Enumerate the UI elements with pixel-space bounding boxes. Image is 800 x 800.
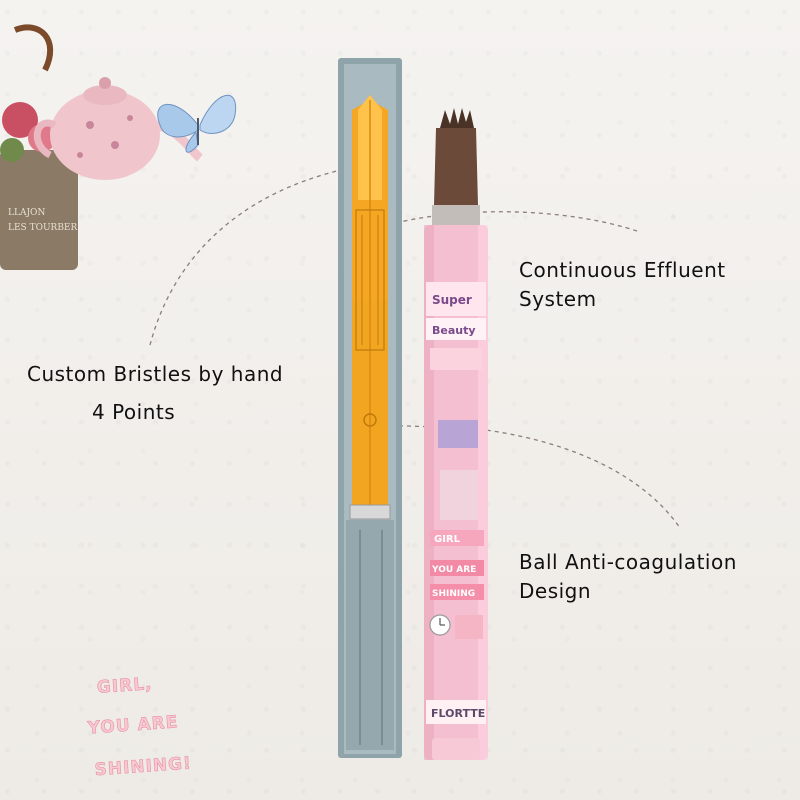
cutaway-pen: [338, 58, 402, 758]
callout-bristles-line-1: Custom Bristles by hand: [27, 362, 284, 386]
teapot-illustration: LLAJON LES TOURBER: [0, 24, 204, 270]
callout-ball-line-2: Design: [519, 579, 592, 603]
callout-line-bristles: [149, 164, 366, 346]
callout-lines: [149, 164, 681, 529]
svg-text:GIRL: GIRL: [434, 534, 461, 545]
product-pen: Super Beauty GIRL YOU ARE SHINING: [424, 108, 488, 760]
svg-text:SHINING: SHINING: [432, 589, 475, 599]
sticker-line-1: GIRL,: [96, 674, 153, 698]
callout-line-effluent: [364, 211, 641, 233]
butterfly-illustration: [157, 94, 237, 153]
svg-text:LLAJON: LLAJON: [8, 208, 45, 218]
sticker-girl-you-are-shining: GIRL, YOU ARE SHINING!: [86, 674, 193, 781]
callout-ball-line-1: Ball Anti-coagulation: [519, 550, 737, 574]
svg-text:Super: Super: [432, 293, 472, 307]
svg-text:YOU ARE: YOU ARE: [431, 565, 476, 575]
sticker-line-2: YOU ARE: [86, 712, 179, 738]
svg-text:Beauty: Beauty: [432, 324, 476, 337]
callout-bristles-line-2: 4 Points: [92, 400, 176, 424]
svg-text:LES TOURBER: LES TOURBER: [8, 223, 77, 233]
callout-effluent-line-2: System: [519, 287, 597, 311]
pen-brand-text: FLORTTE: [431, 707, 485, 720]
callout-line-ball: [374, 424, 681, 529]
sticker-line-3: SHINING!: [94, 753, 192, 780]
callout-effluent-line-1: Continuous Effluent: [519, 258, 726, 282]
